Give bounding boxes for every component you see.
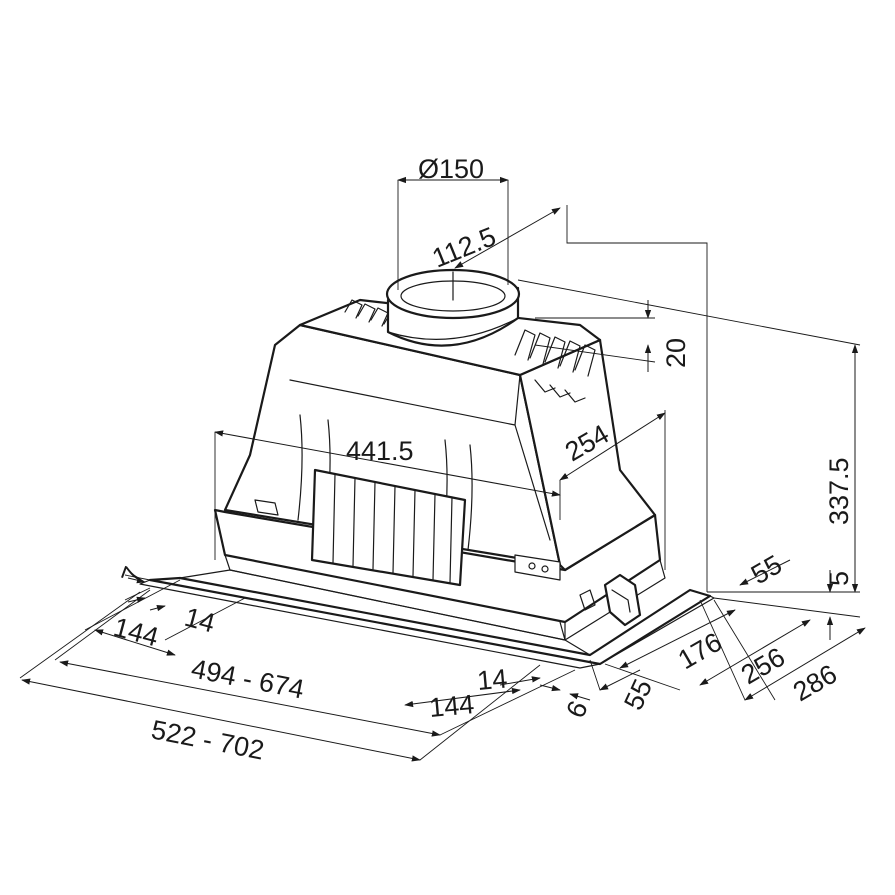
control-panel: [514, 554, 561, 581]
duct-diameter-label: Ø150: [418, 154, 484, 184]
left-14-label: 14: [181, 602, 218, 639]
inner-width-label: 441.5: [346, 436, 414, 466]
width-range-outer-label: 522 - 702: [149, 714, 267, 765]
duct-offset-label: 112.5: [428, 221, 500, 273]
rear-flange-offset-label: 55: [746, 549, 787, 590]
gap-6-label: 6: [560, 696, 594, 722]
collar-height-label: 20: [661, 338, 691, 368]
total-height-label: 337.5: [824, 457, 854, 525]
control-knob: [528, 562, 536, 570]
mounting-bracket-left: [254, 499, 279, 516]
control-knob: [541, 565, 549, 573]
mounting-bracket-right: [603, 573, 642, 627]
left-144-label: 144: [110, 612, 161, 653]
flange-thickness-label: 5: [824, 571, 854, 586]
top-ribs-right: [514, 329, 596, 403]
front-144-label: 144: [428, 689, 476, 723]
left-7-label: 7: [115, 563, 148, 587]
dimension-lines: [21, 176, 866, 762]
width-range-inner-label: 494 - 674: [189, 653, 307, 704]
duct-collar: [385, 268, 521, 347]
depth-286-label: 286: [788, 659, 842, 708]
front-14-label: 14: [476, 663, 509, 696]
filter-grille: [310, 468, 467, 587]
depth-176-label: 176: [673, 627, 727, 676]
